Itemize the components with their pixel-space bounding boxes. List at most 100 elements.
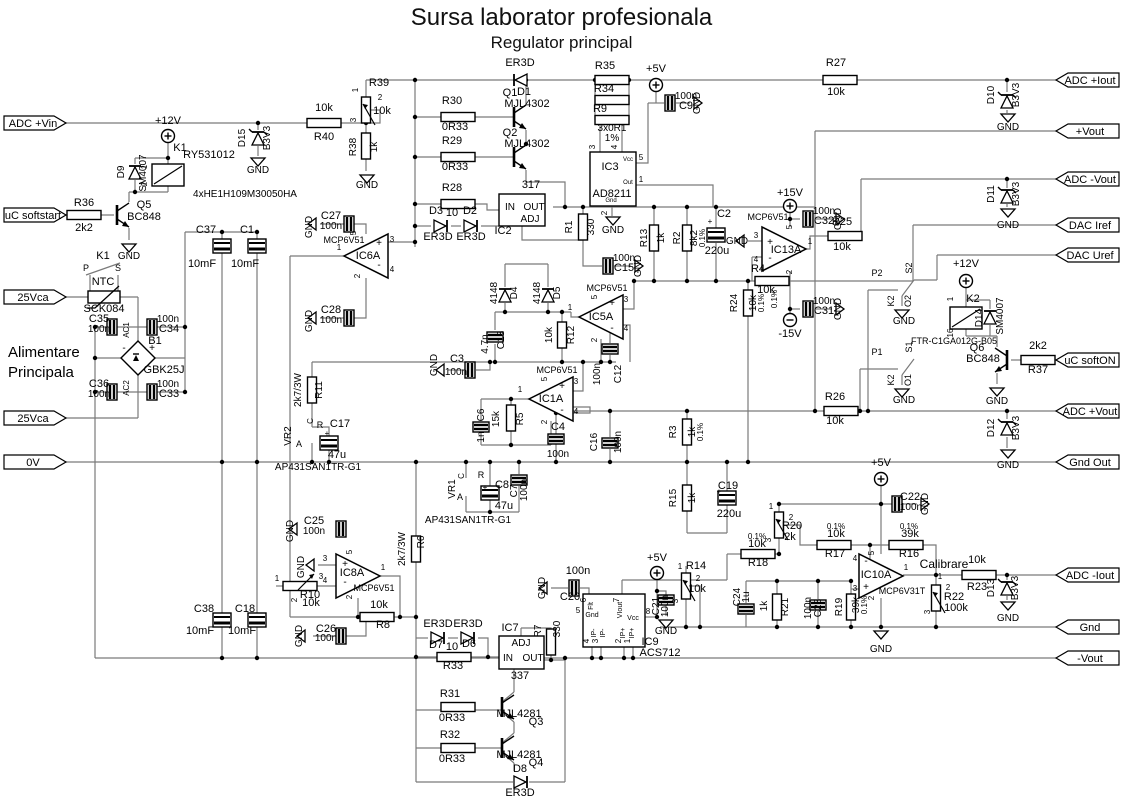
wire xyxy=(380,575,401,617)
component-label: 10k xyxy=(757,284,775,296)
junction-dot xyxy=(545,309,551,315)
wire xyxy=(85,262,121,276)
component-label: D1 xyxy=(517,86,531,98)
ground-symbol xyxy=(120,243,138,253)
junction-dot xyxy=(684,459,690,465)
component-label: 0.1% xyxy=(757,294,766,312)
component-label: R27 xyxy=(826,57,846,69)
component-label: 1 xyxy=(337,243,342,252)
component-label: R22 xyxy=(944,591,964,603)
capacitor-symbol xyxy=(335,520,347,538)
component-label: C xyxy=(306,418,315,424)
junction-dot xyxy=(412,223,418,229)
junction-dot xyxy=(933,624,939,630)
component-label: +5V xyxy=(647,552,668,564)
terminal-dac-iref xyxy=(1054,217,1120,233)
component-label: IP- xyxy=(591,628,598,638)
component-label: R26 xyxy=(825,391,845,403)
component-label: R xyxy=(478,470,485,480)
component-label: + xyxy=(708,217,713,226)
component-label: 10mF xyxy=(228,625,256,637)
component-label: D11 xyxy=(986,185,997,203)
component-label: ER3D xyxy=(423,231,452,243)
component-label: 10k xyxy=(373,105,391,117)
component-label: 5 xyxy=(867,550,876,555)
component-label: R13 xyxy=(639,228,650,247)
component-label: MCP6V51 xyxy=(536,365,577,375)
component-label: 1 xyxy=(623,638,632,643)
component-label: Gnd xyxy=(585,612,598,619)
component-label: R40 xyxy=(314,131,334,143)
transistor-emitter-arrow xyxy=(519,163,526,169)
component-label: 220u xyxy=(717,508,741,520)
junction-dot xyxy=(774,624,780,630)
component-label: 337 xyxy=(511,670,529,682)
component-label: Principala xyxy=(8,364,75,381)
component-label: 4 xyxy=(754,255,759,264)
component-label: S1 xyxy=(904,341,914,352)
component-label: R36 xyxy=(74,197,94,209)
component-label: Q3 xyxy=(529,716,544,728)
component-label: 3 xyxy=(591,638,600,643)
junction-dot xyxy=(848,624,854,630)
component-label: K2 xyxy=(966,293,979,305)
component-label: Alimentare xyxy=(8,344,80,361)
component-label: 4 xyxy=(582,638,591,643)
component-label: +12V xyxy=(155,115,182,127)
terminal-adc-+iout xyxy=(1054,72,1120,88)
component-label: NTC xyxy=(92,276,115,288)
component-label: C23 xyxy=(813,598,824,617)
transistor-collector xyxy=(501,735,515,745)
component-label: D3 xyxy=(429,205,443,217)
wire xyxy=(691,585,701,627)
component-label: D10 xyxy=(986,85,997,104)
component-label: + xyxy=(376,238,382,249)
junction-dot xyxy=(654,614,660,620)
component-label: IP- xyxy=(600,628,607,638)
component-label: 3 xyxy=(923,609,932,614)
component-label: R28 xyxy=(442,182,462,194)
ground-symbol xyxy=(835,301,846,317)
component-label: IN xyxy=(505,202,515,213)
component-label: 100n xyxy=(303,526,325,537)
component-label: - xyxy=(768,253,771,264)
diode-symbol xyxy=(540,288,556,303)
bridge-rectifier-symbol xyxy=(120,340,156,376)
component-label: MCP6V31T xyxy=(879,586,926,596)
junction-dot xyxy=(878,624,884,630)
component-label: GND xyxy=(893,316,915,327)
component-label: K1 xyxy=(96,250,109,262)
junction-dot xyxy=(848,578,854,584)
transistor-emitter-arrow xyxy=(122,221,129,227)
terminal-label: +Vout xyxy=(1076,126,1104,138)
junction-dot xyxy=(463,459,469,465)
junction-dot xyxy=(413,614,419,620)
component-label: 1 xyxy=(946,296,955,301)
junction-dot xyxy=(745,459,751,465)
component-label: 0R33 xyxy=(439,753,465,765)
component-label: 10k xyxy=(688,583,706,595)
resistor-symbol xyxy=(594,74,630,86)
junction-dot xyxy=(412,114,418,120)
component-label: R23 xyxy=(967,581,987,593)
component-label: 8k2 xyxy=(689,230,700,247)
component-label: 2 xyxy=(345,594,354,599)
component-label: 2 xyxy=(353,273,362,278)
component-label: 3 xyxy=(671,598,680,603)
bridge-diode-glyph xyxy=(133,355,139,361)
component-label: 1 xyxy=(639,175,644,184)
component-label: GND xyxy=(833,298,844,320)
zener-diode-symbol xyxy=(999,581,1015,596)
ground-symbol xyxy=(306,216,317,232)
component-label: A xyxy=(457,492,463,502)
component-label: 10k xyxy=(315,102,333,114)
component-label: GND xyxy=(692,92,703,114)
component-label: 1% xyxy=(605,133,620,144)
terminal-uc-softon xyxy=(1054,352,1120,368)
wire xyxy=(901,279,915,297)
component-label: D15 xyxy=(237,128,248,147)
resistor-symbol xyxy=(845,593,857,621)
junction-dot xyxy=(589,655,595,661)
zener-wing xyxy=(1012,421,1017,426)
component-label: R16 xyxy=(899,548,919,560)
